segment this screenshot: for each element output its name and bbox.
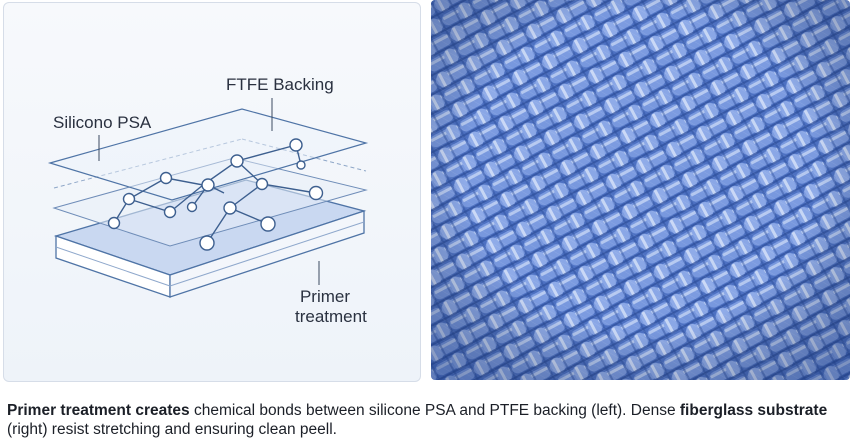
figure-caption: Primer treatment creates chemical bonds … xyxy=(7,401,843,439)
ftfe-backing-label: FTFE Backing xyxy=(226,75,334,94)
bond-nodes xyxy=(107,138,324,251)
bond-node xyxy=(230,154,244,168)
psa-dashed-edge xyxy=(53,138,243,189)
bond-node xyxy=(159,171,173,185)
bond-node xyxy=(308,185,324,201)
layer-diagram xyxy=(47,98,369,298)
caption-bold-3: fiberglass substrate xyxy=(679,402,828,419)
bond-node xyxy=(255,177,269,191)
bond-node xyxy=(289,138,303,152)
psa-dashed-edge xyxy=(241,138,367,172)
bond-node xyxy=(107,216,121,230)
fiberglass-weave-image xyxy=(431,0,850,380)
bond-node xyxy=(163,205,177,219)
bond-node xyxy=(122,192,136,206)
primer-label-line2: treatment xyxy=(295,307,367,326)
bond-node xyxy=(260,216,276,232)
bond-node xyxy=(201,178,215,192)
silicone-psa-label: Silicono PSA xyxy=(53,113,152,132)
substrate-edge-line xyxy=(55,246,171,287)
psa-lower-layer xyxy=(52,157,368,247)
caption-text-4: (right) resist stretching and ensuring c… xyxy=(7,421,337,438)
bond-node xyxy=(296,160,306,170)
substrate-edge-line xyxy=(169,221,365,287)
primer-label-line1: Primer xyxy=(299,287,351,306)
fiberglass-photo xyxy=(431,0,850,380)
primer-treatment-label: Primer treatment xyxy=(295,287,367,327)
bond-node xyxy=(223,201,237,215)
ftfe-top-layer xyxy=(47,108,369,201)
caption-text-2: chemical bonds between silicone PSA and … xyxy=(189,402,680,419)
layer-diagram-panel: FTFE Backing Silicono PSA Primer treatme… xyxy=(3,2,421,382)
bond-node xyxy=(186,201,198,213)
caption-bold-1: Primer treatment creates xyxy=(7,402,190,419)
bond-node xyxy=(199,235,215,251)
